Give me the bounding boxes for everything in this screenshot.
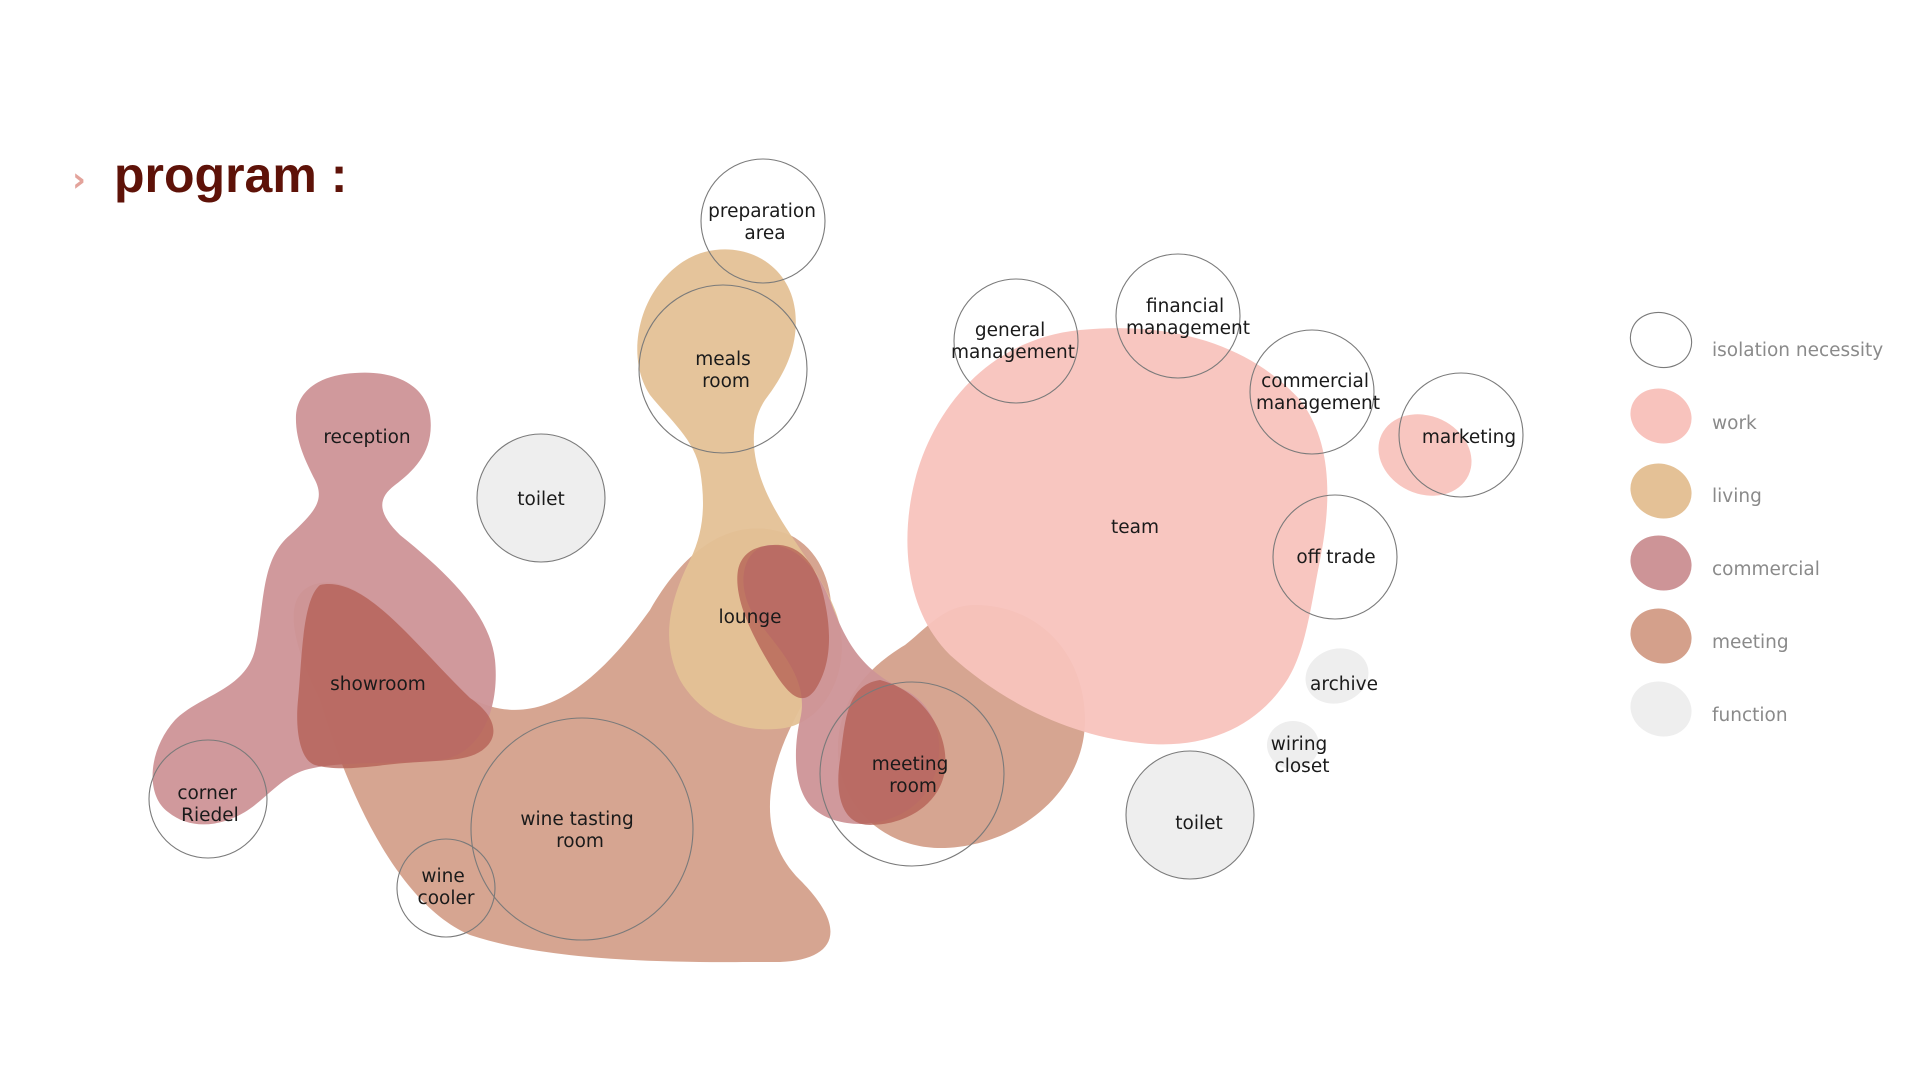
blob-function-archive — [1305, 648, 1369, 704]
ring-toilet-left — [476, 433, 606, 563]
ring-general-management — [953, 278, 1079, 404]
legend: isolation necessity work living commerci… — [1629, 311, 1883, 737]
ring-off-trade — [1272, 494, 1398, 620]
svg-text:meeting: meeting — [1712, 632, 1789, 653]
label-marketing: marketing — [1422, 427, 1516, 448]
legend-item-work: work — [1630, 388, 1757, 444]
overlap-showroom — [297, 584, 494, 769]
legend-swatch-outline — [1629, 311, 1693, 369]
legend-swatch-meeting — [1630, 608, 1692, 664]
label-lounge: lounge — [718, 607, 781, 628]
label-team: team — [1111, 517, 1159, 538]
overlap-lounge — [737, 544, 830, 699]
blob-work-marketing — [1378, 414, 1472, 496]
legend-item-function: function — [1630, 681, 1788, 737]
svg-text:living: living — [1712, 486, 1762, 507]
label-corner-riedel: corner Riedel — [177, 783, 242, 826]
room-labels: preparation area meals room reception to… — [177, 201, 1516, 909]
label-wine-cooler: wine cooler — [418, 866, 475, 909]
legend-swatch-function — [1630, 681, 1692, 737]
chevron-right-icon: › — [72, 160, 86, 200]
ring-marketing — [1398, 372, 1524, 498]
label-archive: archive — [1310, 674, 1378, 695]
legend-item-meeting: meeting — [1630, 608, 1789, 664]
ring-meeting-room — [819, 681, 1005, 867]
legend-swatch-work — [1630, 388, 1692, 444]
label-general-management: general management — [951, 320, 1075, 363]
svg-text:function: function — [1712, 705, 1788, 726]
label-off-trade: off trade — [1296, 547, 1375, 568]
label-toilet-right: toilet — [1175, 813, 1223, 834]
blob-function-toilet-left — [477, 434, 605, 562]
svg-text:isolation necessity: isolation necessity — [1712, 340, 1883, 361]
label-toilet-left: toilet — [517, 489, 565, 510]
svg-text:work: work — [1712, 413, 1757, 434]
ring-commercial-management — [1249, 329, 1375, 455]
ring-financial-management — [1115, 253, 1241, 379]
label-meals-room: meals room — [695, 349, 756, 392]
label-showroom: showroom — [330, 674, 426, 695]
zone-overlaps — [297, 544, 946, 825]
blob-function-toilet-right — [1126, 751, 1254, 879]
legend-item-commercial: commercial — [1630, 535, 1820, 591]
svg-text:commercial: commercial — [1712, 559, 1820, 580]
isolation-rings — [148, 158, 1524, 941]
ring-toilet-right — [1125, 750, 1255, 880]
ring-preparation-area — [700, 158, 826, 284]
ring-wine-tasting-room — [470, 717, 694, 941]
label-financial-management: financial management — [1126, 296, 1250, 339]
label-wiring-closet: wiring closet — [1271, 734, 1333, 777]
label-preparation-area: preparation area — [708, 201, 822, 244]
ring-meals-room — [638, 284, 808, 454]
page-title: › program : — [72, 147, 347, 203]
legend-swatch-commercial — [1630, 535, 1692, 591]
legend-item-isolation: isolation necessity — [1629, 311, 1883, 369]
blob-work-team — [907, 328, 1328, 745]
ring-wine-cooler — [396, 838, 496, 938]
label-commercial-management: commercial management — [1256, 371, 1380, 414]
label-reception: reception — [323, 427, 410, 448]
legend-item-living: living — [1630, 463, 1762, 519]
ring-corner-riedel — [148, 739, 268, 859]
overlap-meeting-room — [838, 680, 946, 825]
label-wine-tasting-room: wine tasting room — [520, 809, 639, 852]
legend-swatch-living — [1630, 463, 1692, 519]
label-meeting-room: meeting room — [872, 754, 955, 797]
title-text: program : — [114, 147, 347, 203]
blob-function-wiring — [1267, 721, 1319, 769]
